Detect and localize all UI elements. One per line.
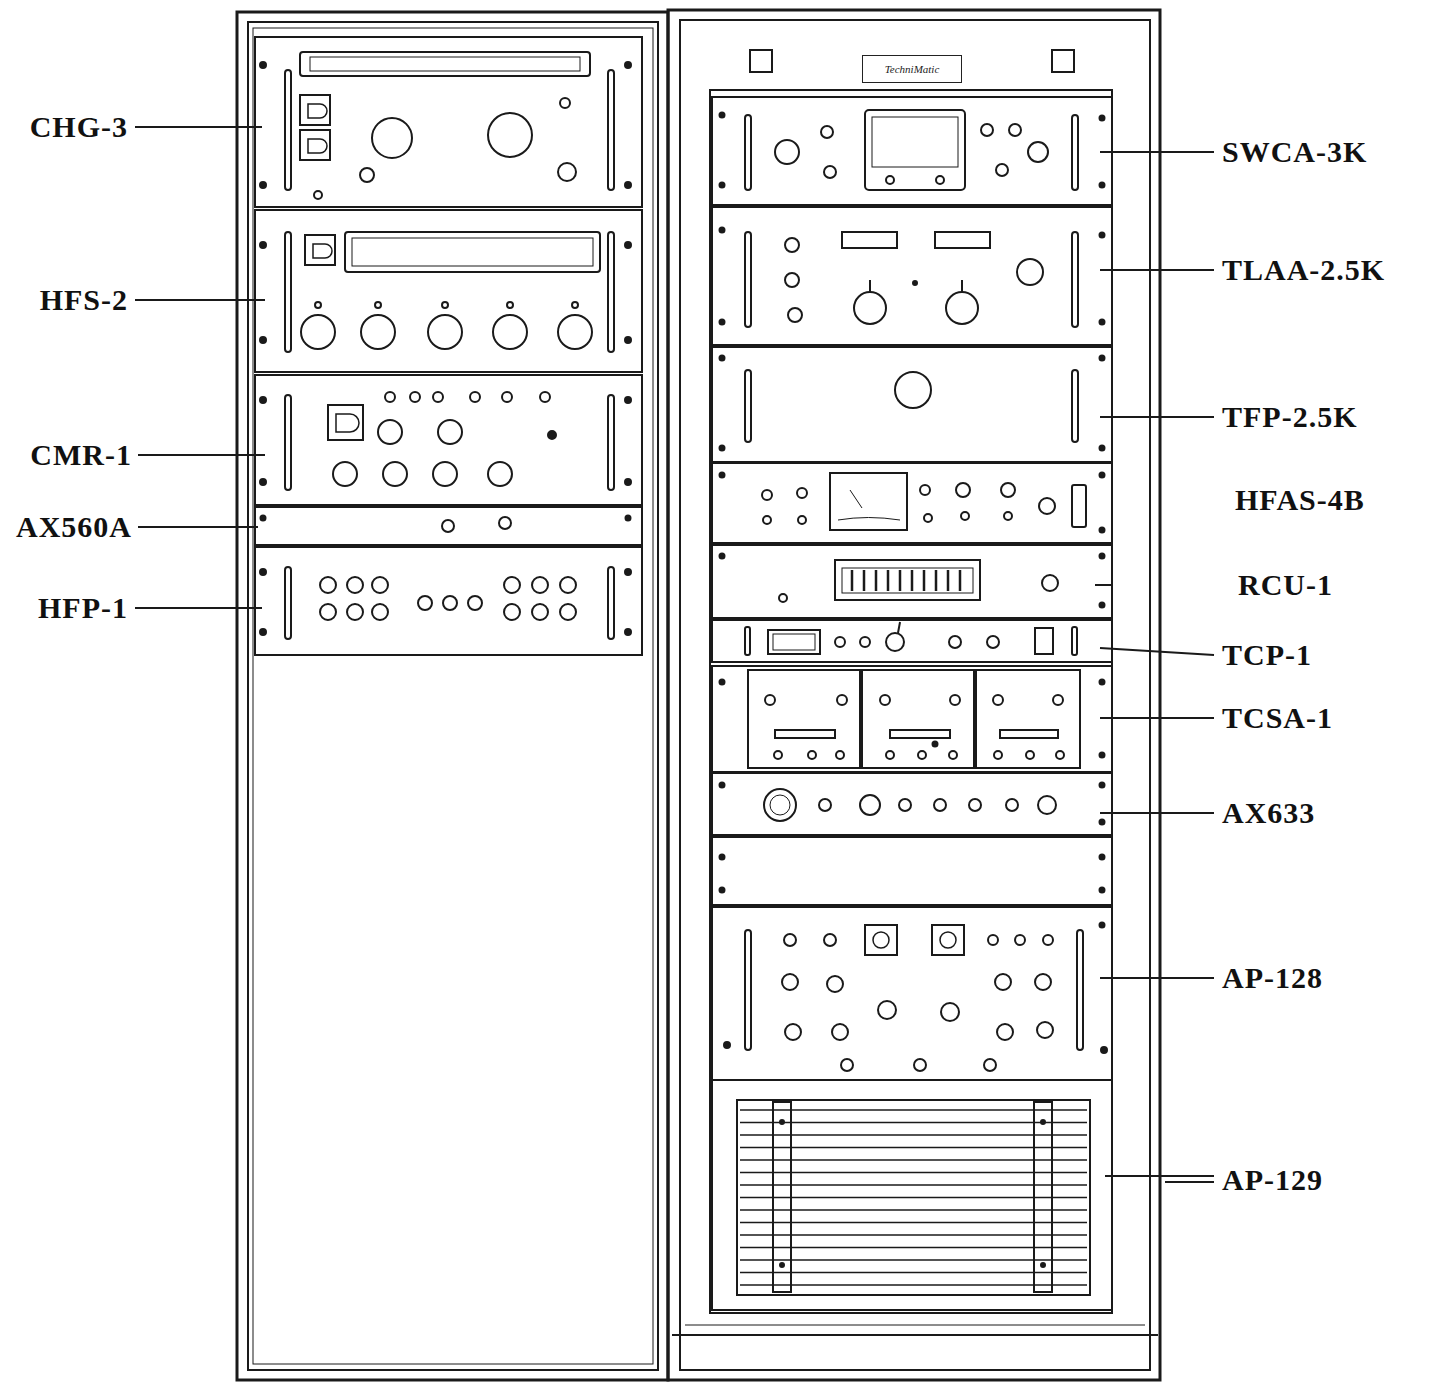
unit-name: HFAS-4B — [1235, 485, 1365, 515]
unit-name: CMR-1 — [30, 440, 132, 470]
unit-name: AX560A — [16, 512, 132, 542]
unit-name: SWCA-3K — [1222, 137, 1367, 167]
unit-name: TLAA-2.5K — [1222, 255, 1385, 285]
unit-name: HFS-2 — [40, 285, 128, 315]
unit-name: AP-128 — [1222, 963, 1323, 993]
logo-plate: TechniMatic — [862, 55, 962, 83]
unit-name: AX633 — [1222, 798, 1315, 828]
brand-name: TechniMatic — [885, 63, 940, 75]
unit-name: RCU-1 — [1238, 570, 1333, 600]
unit-name: TCSA-1 — [1222, 703, 1333, 733]
unit-name: HFP-1 — [38, 593, 128, 623]
unit-name: TCP-1 — [1222, 640, 1312, 670]
unit-name: TFP-2.5K — [1222, 402, 1358, 432]
unit-name: AP-129 — [1222, 1165, 1323, 1195]
unit-name: CHG-3 — [30, 112, 128, 142]
